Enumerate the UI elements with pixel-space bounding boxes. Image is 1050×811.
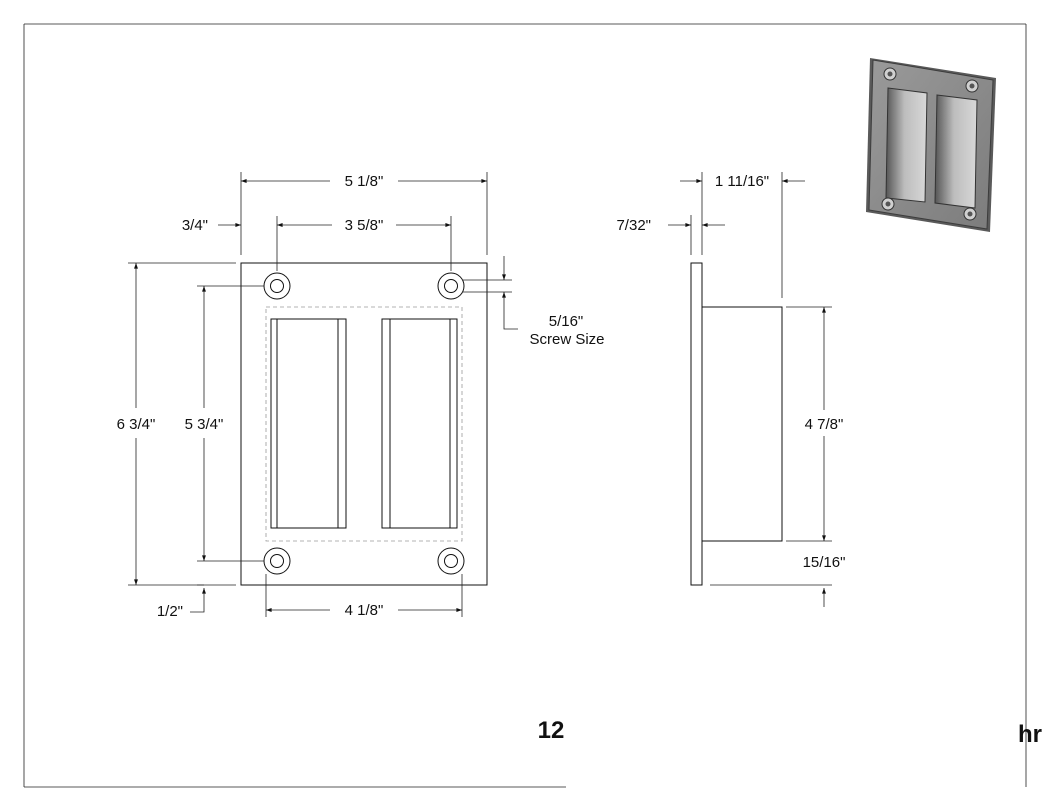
cup-bottom-offset-label: 15/16" bbox=[803, 554, 846, 571]
overall-width-label: 5 1/8" bbox=[345, 173, 384, 190]
dim-total-depth: 1 11/16" bbox=[680, 172, 805, 298]
screw-hole-bottom-right bbox=[437, 547, 465, 575]
cup-height-label: 4 7/8" bbox=[805, 416, 844, 433]
cutout-dashed-outline bbox=[265, 306, 463, 542]
screw-hole-top-left bbox=[263, 272, 291, 300]
dim-plate-thickness: 7/32" bbox=[616, 215, 725, 255]
left-cup bbox=[270, 318, 347, 529]
dim-bottom-inset: 1/2" bbox=[157, 584, 206, 620]
dim-overall-width: 5 1/8" bbox=[240, 172, 488, 255]
screw-size-value: 5/16" bbox=[549, 313, 584, 330]
dim-cup-bottom-offset: 15/16" bbox=[710, 554, 845, 607]
bottom-inset-label: 1/2" bbox=[157, 603, 183, 620]
flush-pull-3d-render-icon bbox=[866, 58, 996, 232]
screw-size-label: Screw Size bbox=[529, 331, 604, 348]
bottom-width-label: 4 1/8" bbox=[345, 602, 384, 619]
side-view: 1 11/16" 7/32" 4 7/8" 15/16" bbox=[616, 172, 845, 607]
dim-hole-spacing-vertical: 5 3/4" bbox=[185, 285, 264, 562]
total-depth-label: 1 11/16" bbox=[715, 173, 769, 190]
dim-hole-spacing-top: 3 5/8" bbox=[276, 216, 452, 271]
footer-cut-text: hr bbox=[1018, 721, 1042, 748]
overall-height-label: 6 3/4" bbox=[117, 416, 156, 433]
right-cup bbox=[381, 318, 458, 529]
page-number: 12 bbox=[538, 717, 565, 744]
page-frame bbox=[23, 23, 1027, 788]
screw-hole-top-right bbox=[437, 272, 465, 300]
front-plate-outline bbox=[240, 262, 488, 586]
side-plate bbox=[690, 262, 703, 586]
front-view: 5 1/8" 3/4" 3 5/8" 6 3/4" bbox=[117, 172, 605, 620]
hole-inset-label: 3/4" bbox=[182, 217, 208, 234]
dim-hole-inset: 3/4" bbox=[182, 217, 241, 234]
dim-overall-height: 6 3/4" bbox=[117, 262, 236, 586]
screw-hole-bottom-left bbox=[263, 547, 291, 575]
dim-screw-size: 5/16" Screw Size bbox=[462, 256, 605, 348]
hole-spacing-vertical-label: 5 3/4" bbox=[185, 416, 224, 433]
dim-cup-height: 4 7/8" bbox=[786, 306, 844, 542]
plate-thickness-label: 7/32" bbox=[616, 217, 651, 234]
side-cup-body bbox=[701, 306, 783, 542]
dim-bottom-width: 4 1/8" bbox=[265, 574, 463, 619]
hole-spacing-top-label: 3 5/8" bbox=[345, 217, 384, 234]
